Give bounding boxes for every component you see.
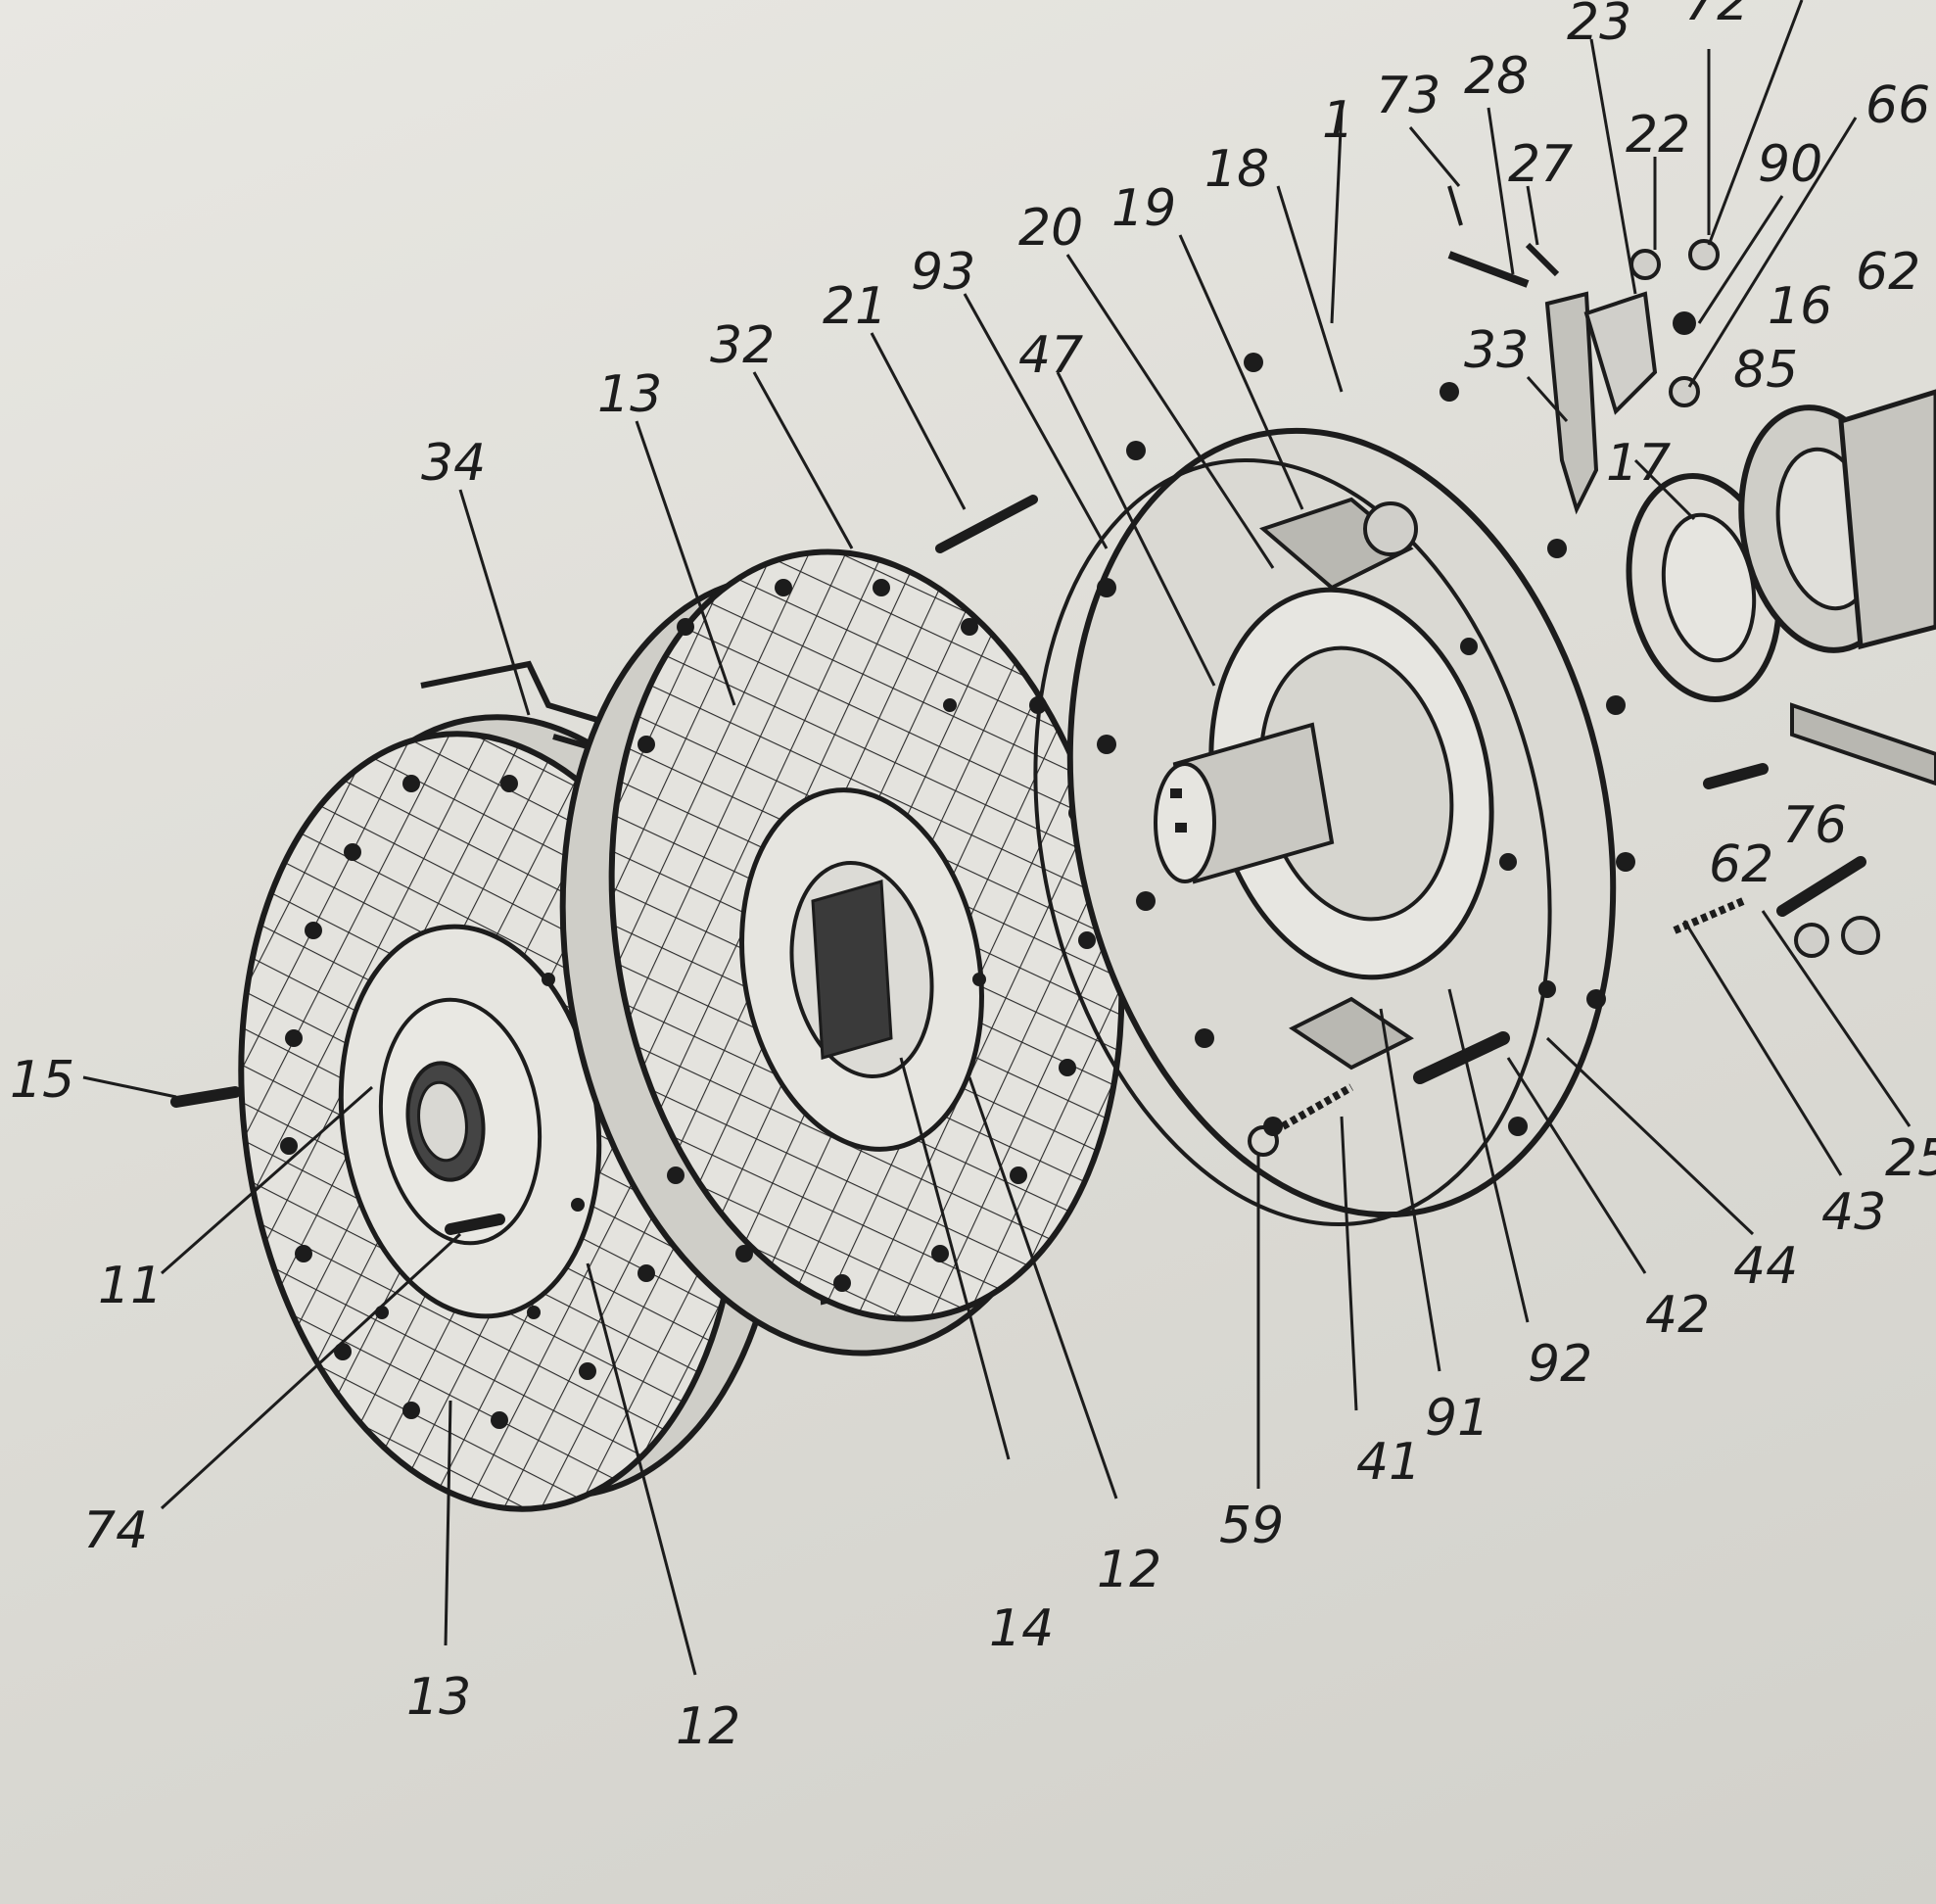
label-66: 66 — [1865, 76, 1930, 135]
label-90: 90 — [1758, 135, 1822, 194]
front-disc-spline-inner — [417, 1080, 468, 1163]
label-28: 28 — [1464, 47, 1529, 106]
bolt-long — [1776, 856, 1866, 917]
label-62-top: 62 — [1856, 243, 1920, 302]
pin-15 — [170, 1086, 241, 1108]
middle-clutch-disc — [559, 548, 1125, 1357]
label-16: 16 — [1768, 277, 1832, 336]
label-73: 73 — [1376, 67, 1440, 125]
label-33: 33 — [1464, 321, 1529, 380]
label-41: 41 — [1356, 1433, 1421, 1492]
nut-66 — [1669, 376, 1700, 407]
label-76: 76 — [1782, 796, 1847, 855]
nut-43 — [1794, 923, 1829, 958]
label-85: 85 — [1733, 341, 1798, 400]
washer-72 — [1688, 239, 1720, 270]
nut-90 — [1673, 311, 1696, 335]
label-44: 44 — [1733, 1237, 1798, 1296]
screw-21 — [935, 495, 1038, 553]
label-15: 15 — [10, 1051, 74, 1110]
label-42: 42 — [1645, 1286, 1710, 1345]
label-32: 32 — [710, 316, 775, 375]
label-59: 59 — [1219, 1497, 1284, 1555]
label-23: 23 — [1567, 0, 1631, 52]
label-12-middle: 12 — [1097, 1541, 1161, 1599]
middle-disc-rivet-holes — [637, 579, 1096, 1292]
plate-28 — [1447, 251, 1530, 288]
label-74: 74 — [83, 1501, 148, 1560]
housing-bolt-holes — [1097, 353, 1635, 1136]
pin-73 — [1447, 185, 1463, 226]
nut-25 — [1841, 916, 1880, 955]
part-number-labels: 15 11 74 13 12 34 13 32 21 93 47 20 19 1… — [10, 0, 1936, 1756]
label-92: 92 — [1528, 1335, 1592, 1394]
label-22: 22 — [1626, 106, 1690, 165]
label-12-bottom: 12 — [676, 1697, 740, 1756]
label-14: 14 — [989, 1599, 1054, 1658]
label-21: 21 — [823, 277, 887, 336]
middle-disc-spline-hub — [811, 880, 893, 1060]
leader-lines — [82, 0, 1912, 1676]
release-lever-lower — [1289, 996, 1414, 1071]
label-18: 18 — [1204, 140, 1269, 199]
label-11: 11 — [98, 1257, 163, 1315]
bolt-62-lower — [1703, 763, 1769, 789]
yoke-23 — [1583, 291, 1658, 415]
label-13-bottom: 13 — [406, 1668, 471, 1727]
label-27: 27 — [1508, 135, 1573, 194]
housing-stud — [1413, 1031, 1510, 1084]
bearing-carrier — [1838, 389, 1936, 650]
label-19: 19 — [1111, 179, 1176, 238]
label-34: 34 — [421, 434, 486, 493]
fork-33 — [1544, 291, 1599, 515]
top-linkage-parts — [170, 185, 1720, 1157]
bolt-27 — [1525, 242, 1560, 277]
input-shaft-spline-1 — [1170, 788, 1182, 798]
label-93: 93 — [911, 243, 975, 302]
carrier-arm — [1790, 702, 1936, 786]
label-91: 91 — [1425, 1389, 1489, 1448]
label-62-lower: 62 — [1709, 835, 1773, 894]
housing-back-rim — [1033, 458, 1552, 1226]
label-72: 72 — [1684, 0, 1749, 32]
input-shaft-spline-2 — [1175, 823, 1187, 833]
label-17: 17 — [1606, 434, 1671, 493]
pressure-plate-housing — [1033, 353, 1635, 1226]
ring-59 — [1248, 1125, 1279, 1157]
label-20: 20 — [1018, 199, 1083, 258]
spring-41 — [1281, 1083, 1353, 1130]
label-43: 43 — [1821, 1183, 1886, 1242]
label-13-top: 13 — [597, 365, 662, 424]
release-lever-bolt — [1363, 501, 1418, 556]
label-47: 47 — [1018, 326, 1083, 385]
release-bearing-assembly — [1626, 389, 1936, 958]
front-disc-pin — [445, 1214, 505, 1235]
washer-22 — [1629, 249, 1661, 280]
label-25: 25 — [1885, 1129, 1936, 1188]
label-1: 1 — [1322, 91, 1354, 150]
spring-44 — [1673, 897, 1745, 934]
